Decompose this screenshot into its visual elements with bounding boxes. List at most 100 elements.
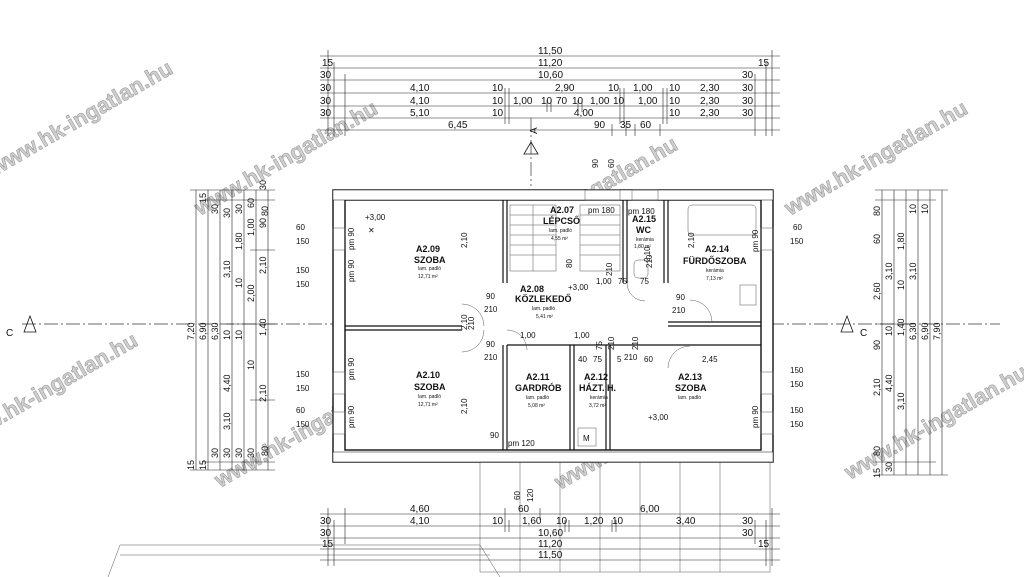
opening-labels: 60 150 150 150 150 150 60 150 60 150 150…	[296, 223, 804, 429]
door-label: 210	[624, 353, 638, 362]
dim-label: 15	[198, 193, 208, 203]
dim-label: 210	[607, 336, 616, 350]
dim-label: 75	[593, 355, 602, 364]
dim-label: 75	[595, 341, 604, 350]
dim-label: 10	[613, 96, 625, 107]
door-label: 90	[486, 292, 495, 301]
dim-label: 10	[669, 108, 681, 119]
dim-label: 60	[607, 159, 616, 168]
dim-label: 30	[222, 208, 232, 218]
dim-label: 6,30	[210, 322, 220, 340]
room-area: 3,72 m²	[589, 403, 606, 409]
dim-label: 10	[896, 280, 906, 290]
dim-label: 3,10	[884, 262, 894, 280]
dim-label: 10	[222, 330, 232, 340]
room-code: A2.11	[526, 372, 550, 382]
dim-label: 2,00	[246, 284, 256, 302]
dim-label: 1,00	[633, 83, 653, 94]
dim-label: 10	[492, 516, 504, 527]
dim-label: 4,40	[884, 374, 894, 392]
door-label: 90	[486, 340, 495, 349]
section-c-left-label: C	[6, 328, 13, 339]
room-code: A2.07	[550, 205, 574, 215]
dim-label: 35	[620, 120, 632, 131]
dim-label: 30	[320, 70, 332, 81]
dim-label: 10	[556, 516, 568, 527]
dim-label: 2,30	[700, 96, 720, 107]
dim-label: 1,00	[513, 96, 533, 107]
dim-label: 30	[234, 448, 244, 458]
opening-label: 60	[296, 406, 305, 415]
opening-label: 60	[296, 223, 305, 232]
pm-label: pm 90	[751, 405, 760, 428]
room-name: FÜRDŐSZOBA	[683, 255, 747, 266]
room-floor: lam. padló	[549, 228, 572, 234]
washbasin	[739, 284, 757, 306]
dim-label: 10	[608, 83, 620, 94]
room-floor: lam. padló	[678, 395, 701, 401]
dim-label: 15	[322, 58, 334, 69]
opening-label: 150	[790, 237, 804, 246]
dim-label: 30	[222, 448, 232, 458]
dim-label: 5,10	[410, 108, 430, 119]
dim-label: 4,10	[410, 83, 430, 94]
opening-label: 150	[790, 406, 804, 415]
room-name: KÖZLEKEDŐ	[515, 293, 572, 304]
room-floor: lam. padló	[418, 394, 441, 400]
level-mark: +3,00	[648, 413, 669, 422]
dim-label: 30	[742, 96, 754, 107]
dim-label: 30	[320, 108, 332, 119]
dim-label: 2,10	[460, 314, 469, 330]
dim-label: 5	[617, 355, 622, 364]
dim-label: 30	[320, 516, 332, 527]
dim-label: 10,60	[538, 528, 563, 539]
toilet	[633, 259, 649, 279]
dim-label: 10	[492, 108, 504, 119]
dim-label: 3,40	[676, 516, 696, 527]
level-mark: +3,00	[568, 283, 589, 292]
dim-label: 3,10	[908, 262, 918, 280]
dim-label: 1,80	[234, 232, 244, 250]
dim-label: 90	[594, 120, 606, 131]
dim-label: 10	[612, 516, 624, 527]
opening-label: 150	[296, 237, 310, 246]
dim-label: 7,20	[186, 322, 196, 340]
room-area: 12,71 m²	[418, 402, 438, 408]
door-label: 210	[672, 306, 686, 315]
dim-label: 4,60	[410, 504, 430, 515]
room-code: A2.12	[584, 372, 608, 382]
room-name: WC	[636, 225, 651, 235]
dim-label: 75	[618, 277, 627, 286]
room-name: HÁZT. H.	[579, 383, 616, 393]
room-area: 4,55 m²	[551, 236, 568, 242]
opening-label: 150	[790, 366, 804, 375]
dim-label: 4,00	[574, 108, 594, 119]
dim-label: 1,00	[590, 96, 610, 107]
dim-label: 4,10	[410, 516, 430, 527]
room-name: SZOBA	[414, 382, 446, 392]
door-label: 90	[676, 293, 685, 302]
dim-label: 3,10	[222, 412, 232, 430]
dim-label: 3,10	[222, 260, 232, 278]
dim-label: 10	[234, 278, 244, 288]
bottom-dimension-lines: 4,60 60 6,00 30 4,10 10 1,60 10 1,20 10 …	[320, 504, 780, 566]
dim-label: 1,00	[638, 96, 658, 107]
opening-label: 150	[790, 380, 804, 389]
dim-label: 4,40	[222, 374, 232, 392]
dim-label: 30	[742, 70, 754, 81]
dim-label: 30	[742, 108, 754, 119]
dim-label: 6,45	[448, 120, 468, 131]
room-area: 5,41 m²	[536, 314, 553, 320]
door-label: 90	[490, 431, 499, 440]
level-marks: +3,00 +3,00 +3,00 ✕	[365, 213, 669, 422]
dim-label: 2,60	[872, 282, 882, 300]
windows	[332, 189, 774, 435]
dim-label: 11,50	[538, 46, 563, 57]
dim-label: 2,10	[258, 384, 268, 402]
dim-label: 6,90	[198, 322, 208, 340]
room-name: SZOBA	[414, 255, 446, 265]
dim-label: 10	[669, 83, 681, 94]
room-floor: lam. padló	[526, 395, 549, 401]
section-c-right-label: C	[860, 328, 867, 339]
